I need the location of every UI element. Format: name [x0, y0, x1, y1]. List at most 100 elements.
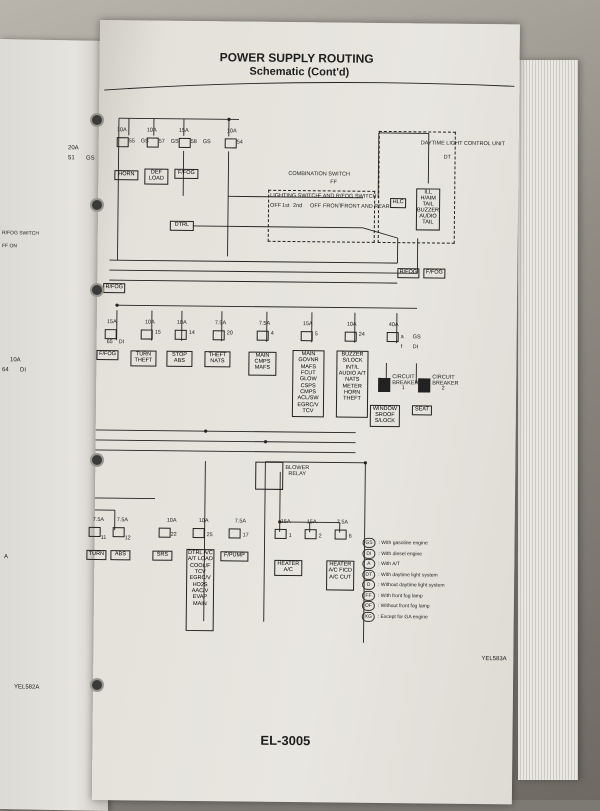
fuse-symbol: [105, 329, 117, 339]
load-label: THEFT NATS: [209, 352, 227, 364]
page-stack: [518, 60, 578, 780]
fuse-number: 5: [315, 332, 318, 338]
left-badge-mid: DI: [20, 367, 26, 373]
load-box: F/PUMP: [220, 551, 248, 561]
fuse-amp: 15A: [281, 520, 291, 526]
legend-text: : With front fog lamp: [378, 593, 423, 599]
fuse-symbol: [257, 331, 269, 341]
load-box: SEAT: [412, 405, 432, 415]
left-figure-code: YEL582A: [14, 684, 39, 690]
load-box: WINDOW SROOF S/LOCK: [370, 405, 400, 427]
fuse-amp: 15A: [303, 322, 313, 328]
legend-item: XG: Except for GA engine: [362, 611, 445, 622]
load-label: BUZZER S/LOCK INT/L AUDIO A/T NATS METER…: [339, 352, 366, 402]
left-switch-label: R/FOG SWITCH: [2, 231, 39, 237]
legend-code: GS: [362, 538, 375, 548]
load-box: TURN THEFT: [130, 350, 156, 366]
load-box: SRS: [152, 551, 172, 561]
fuse-amp: 10A: [147, 128, 157, 134]
load-label: MAIN CMPS MAFS: [254, 353, 270, 371]
load-box: ABS: [110, 550, 130, 560]
fuse-number: 25: [207, 533, 213, 539]
load-box: F/FOG: [96, 350, 118, 360]
circuit-breaker-2-label: CIRCUIT BREAKER 2: [432, 375, 454, 392]
fuse-symbol: [179, 138, 191, 148]
fuse-number: 17: [243, 534, 249, 540]
binder-ring: [92, 200, 102, 210]
fuse-amp: 10A: [227, 129, 237, 135]
left-fuse-low: A: [4, 554, 8, 560]
load-box: TURN: [86, 550, 106, 560]
legend-text: : Without front fog lamp: [378, 603, 430, 610]
load-box: HORN: [114, 170, 138, 180]
page-number: EL-3005: [260, 734, 310, 748]
circuit-breaker-1-symbol: [378, 378, 390, 392]
fuse-amp: 10A: [117, 128, 127, 134]
fuse-number: 12: [125, 536, 131, 542]
load-label: F/PUMP: [224, 552, 245, 558]
circuit-breaker-2-symbol: [418, 378, 430, 392]
figure-code: YEL583A: [481, 656, 506, 662]
fuse-number: 6: [349, 535, 352, 541]
fuse-number: 2: [319, 534, 322, 540]
fuse-amp: 10A: [199, 519, 209, 525]
combination-switch-badge: FF: [330, 180, 337, 186]
fuse-symbol: [117, 137, 129, 147]
load-box: STOP ABS: [166, 351, 192, 367]
fuse-number: 4: [271, 332, 274, 338]
rfog-box: R/FOG: [397, 268, 419, 278]
load-label: HORN: [118, 171, 134, 177]
fuse-symbol: [345, 332, 357, 342]
fog-position: OFF: [310, 204, 321, 210]
ffog-box: F/FOG: [423, 268, 445, 278]
fuse-badge: GS: [413, 335, 421, 341]
load-box: DEF LOAD: [144, 168, 168, 184]
fuse-number: 22: [171, 533, 177, 539]
load-label: F/FOG: [99, 351, 116, 357]
fuse-symbol: [305, 529, 317, 539]
fuse-number: 1: [289, 534, 292, 540]
fuse-symbol: [89, 527, 101, 537]
fuse-number: f: [401, 345, 403, 351]
legend-text: : With diesel engine: [378, 551, 422, 557]
lighting-position: 1st: [282, 204, 289, 210]
fuse-number: 11: [101, 536, 107, 542]
left-fuse-num: 51: [68, 155, 75, 161]
load-box: DTRL A/C A/T LOAD COOL/F TCV EGRC/V HO2S…: [186, 549, 215, 631]
rfog2-label: R/FOG: [105, 284, 122, 290]
ill-label: ILL H/AIM TAIL BUZZER AUDIO TAIL: [417, 189, 439, 225]
fuse-symbol: [159, 528, 171, 538]
fuse-number: 54: [237, 140, 243, 146]
fuse-symbol: [335, 529, 347, 539]
left-badge: GS: [86, 156, 95, 162]
lighting-switch-label: LIGHTING SWITCH: [270, 194, 319, 200]
fuse-number: 58: [191, 140, 197, 146]
load-label: DTRL A/C A/T LOAD COOL/F TCV EGRC/V HO2S…: [188, 550, 213, 607]
fuse-symbol: [275, 529, 287, 539]
fuse-amp: 7.5A: [259, 322, 270, 328]
legend-code: XG: [362, 612, 375, 622]
hlc-label: HLC: [393, 199, 404, 205]
fuse-symbol: [141, 329, 153, 339]
legend-code: DT: [362, 570, 375, 580]
load-label: SEAT: [415, 406, 429, 412]
legend-code: D: [362, 580, 375, 590]
legend-code: A: [362, 559, 375, 569]
legend-code: FF: [362, 591, 375, 601]
binder-ring: [92, 285, 102, 295]
fuse-badge: GS: [203, 140, 211, 146]
fuse-amp: 7.5A: [337, 521, 348, 527]
load-box: THEFT NATS: [204, 351, 230, 367]
rfog2-box: R/FOG: [103, 283, 125, 293]
legend: GS: With gasoline engine DI: With diesel…: [362, 538, 445, 623]
fuse-symbol: [193, 528, 205, 538]
fuse-symbol: [213, 330, 225, 340]
fuse-number: 20: [227, 331, 233, 337]
fuse-badge: DI: [413, 345, 419, 351]
rfog-label: R/FOG: [400, 269, 417, 275]
load-label: TURN THEFT: [135, 351, 153, 363]
blower-relay-label: BLOWER RELAY: [285, 466, 309, 477]
ill-box: ILL H/AIM TAIL BUZZER AUDIO TAIL: [416, 188, 440, 230]
legend-text: : Without daytime light system: [378, 582, 444, 589]
load-label: TURN: [89, 551, 104, 557]
